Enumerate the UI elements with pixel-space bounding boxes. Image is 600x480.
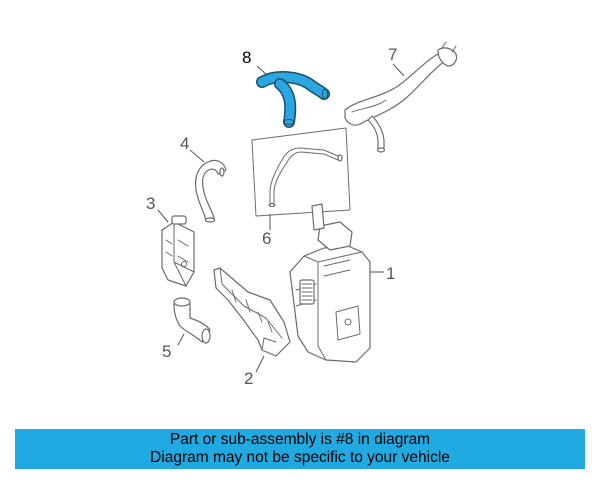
- part-1-reservoir[interactable]: [289, 203, 371, 363]
- leader-lines: [157, 63, 405, 373]
- callout-1: 1: [386, 264, 395, 283]
- callout-8: 8: [242, 48, 251, 67]
- callout-4: 4: [180, 134, 189, 153]
- part-7-filler-tube[interactable]: [344, 41, 458, 153]
- part-4-hose[interactable]: [194, 159, 227, 223]
- info-banner: Part or sub-assembly is #8 in diagram Di…: [15, 429, 585, 469]
- part-6-breather-hose[interactable]: [251, 127, 351, 217]
- banner-line-2: Diagram may not be specific to your vehi…: [150, 449, 450, 466]
- callout-3: 3: [146, 194, 155, 213]
- banner-line-1: Part or sub-assembly is #8 in diagram: [169, 431, 431, 448]
- callout-2: 2: [244, 369, 253, 388]
- part-5-elbow-hose[interactable]: [173, 297, 211, 344]
- parts-diagram: 1 2 3 4 5 6 7 8: [146, 41, 458, 388]
- callout-6: 6: [262, 229, 271, 248]
- part-3-bracket[interactable]: [161, 215, 195, 287]
- part-8-hose[interactable]: [256, 71, 330, 128]
- callout-5: 5: [162, 342, 171, 361]
- part-2-bracket[interactable]: [213, 267, 291, 357]
- callout-7: 7: [388, 45, 397, 64]
